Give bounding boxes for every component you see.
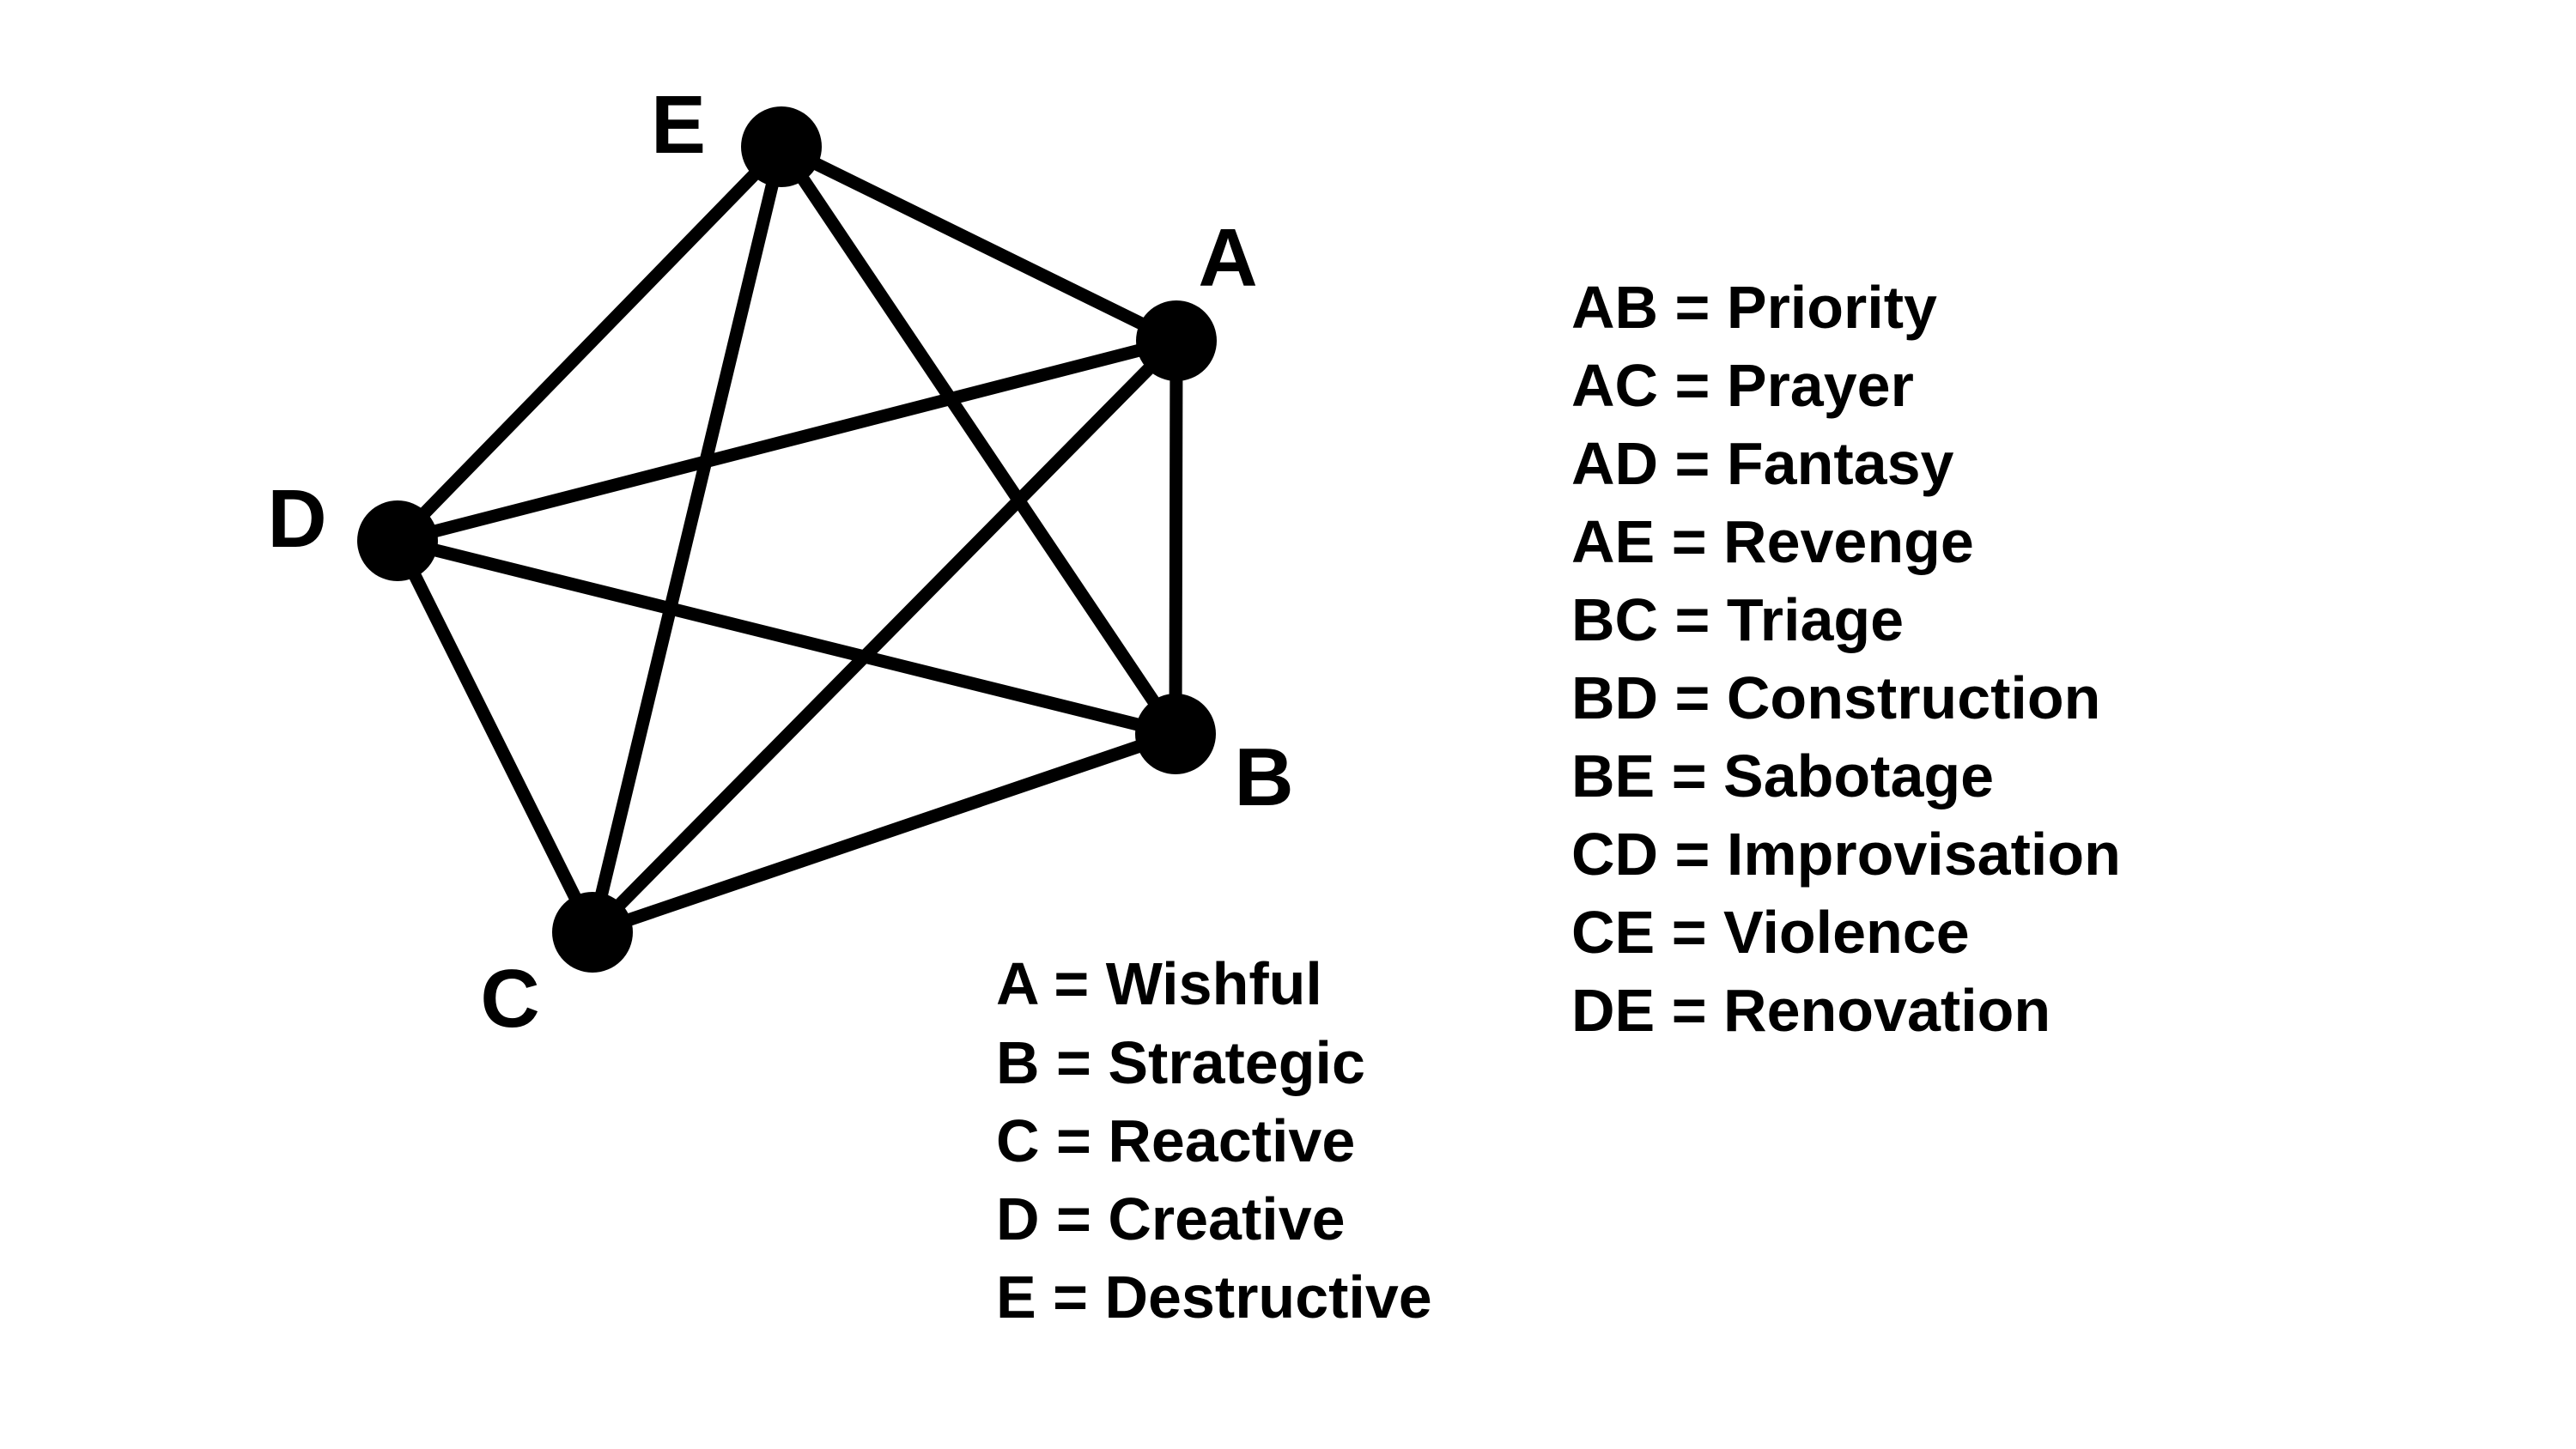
node-legend: A = Wishful B = Strategic C = Reactive D… <box>996 950 1432 1331</box>
edge-legend-item-bd: BD = Construction <box>1571 664 2100 731</box>
edge-legend-item-be: BE = Sabotage <box>1571 743 1994 809</box>
edge-bd <box>391 534 1182 741</box>
edge-legend-item-bc: BC = Triage <box>1571 586 1904 653</box>
edge-legend-item-ab: AB = Priority <box>1571 274 1937 341</box>
nodes-layer <box>357 106 1217 973</box>
node-legend-item-a: A = Wishful <box>996 950 1322 1017</box>
edge-be <box>775 140 1182 741</box>
edge-cd <box>391 534 599 939</box>
node-label-a: A <box>1198 212 1257 304</box>
node-a <box>1136 300 1217 381</box>
node-e <box>741 106 822 187</box>
edge-ac <box>586 334 1183 939</box>
edge-legend-item-ce: CE = Violence <box>1571 899 1970 966</box>
node-legend-item-b: B = Strategic <box>996 1029 1365 1096</box>
edge-legend-item-ac: AC = Prayer <box>1571 352 1914 419</box>
edge-legend-item-cd: CD = Improvisation <box>1571 821 2121 888</box>
edge-ce <box>586 140 788 939</box>
node-legend-item-e: E = Destructive <box>996 1264 1432 1331</box>
node-label-d: D <box>267 473 326 565</box>
edge-legend-item-ad: AD = Fantasy <box>1571 430 1953 497</box>
edge-de <box>391 140 788 548</box>
edge-legend-item-ae: AE = Revenge <box>1571 508 1974 575</box>
node-d <box>357 500 438 581</box>
edge-ae <box>775 140 1183 348</box>
edge-ad <box>391 334 1183 548</box>
node-b <box>1135 694 1216 774</box>
node-c <box>552 892 633 973</box>
node-label-b: B <box>1234 731 1293 823</box>
edge-legend: AB = Priority AC = Prayer AD = Fantasy A… <box>1571 274 2121 1044</box>
node-legend-item-c: C = Reactive <box>996 1107 1355 1174</box>
edges-layer <box>391 140 1183 939</box>
node-labels-layer: A B C D E <box>267 79 1293 1045</box>
edge-legend-item-de: DE = Renovation <box>1571 977 2050 1044</box>
node-legend-item-d: D = Creative <box>996 1185 1346 1252</box>
node-label-e: E <box>651 79 706 171</box>
edge-bc <box>586 727 1182 939</box>
node-label-c: C <box>480 953 539 1045</box>
